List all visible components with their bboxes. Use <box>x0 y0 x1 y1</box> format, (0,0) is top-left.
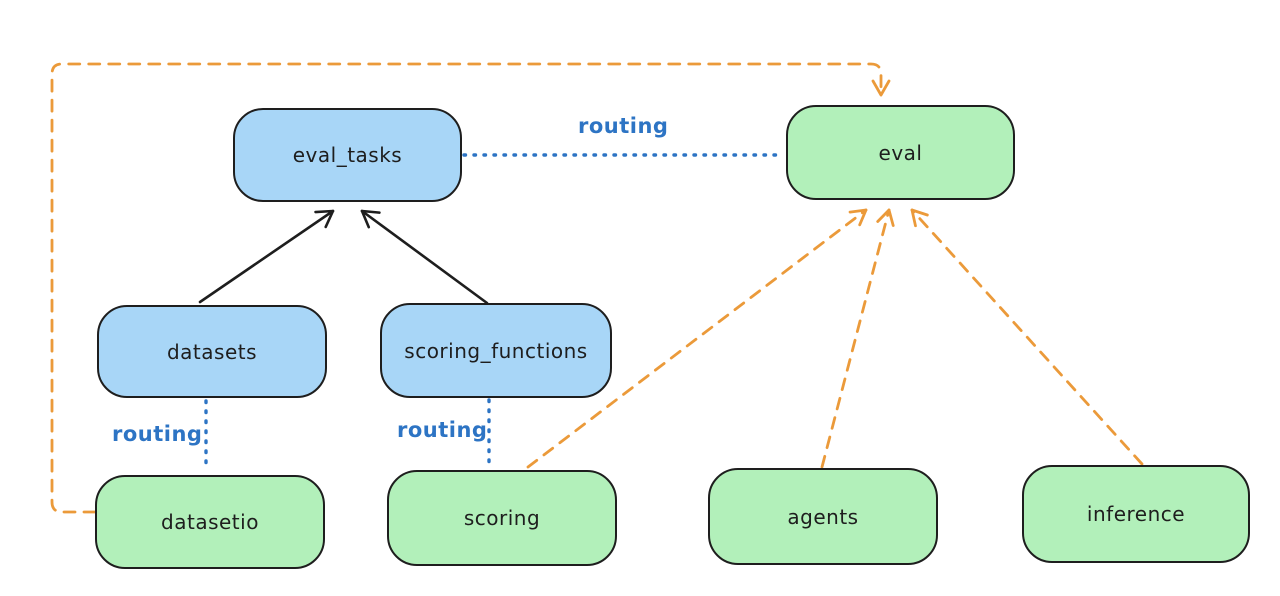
edge-label-routing-top: routing <box>578 114 669 138</box>
node-agents-label: agents <box>787 504 859 529</box>
node-eval-label: eval <box>878 140 923 165</box>
edge-scoring_functions-to-eval_tasks-arrow <box>360 209 489 305</box>
node-inference: inference <box>1022 465 1250 563</box>
node-eval_tasks: eval_tasks <box>233 108 462 202</box>
node-datasets-label: datasets <box>166 339 258 364</box>
node-datasetio: datasetio <box>95 475 325 569</box>
edge-datasetio-to-eval-loop-arrow <box>50 62 891 514</box>
node-scoring_functions: scoring_functions <box>380 303 612 398</box>
node-datasets: datasets <box>97 305 327 398</box>
edge-label-routing-scoring: routing <box>397 418 488 442</box>
node-scoring-label: scoring <box>463 506 541 530</box>
node-scoring_functions-label: scoring_functions <box>404 338 588 363</box>
edge-scoring-to-eval-arrow <box>526 208 868 469</box>
node-agents: agents <box>708 468 938 565</box>
edge-agents-to-eval-arrow <box>820 208 895 469</box>
node-scoring: scoring <box>387 470 617 566</box>
node-eval_tasks-label: eval_tasks <box>292 143 403 167</box>
node-datasetio-label: datasetio <box>161 510 259 534</box>
edge-label-routing-datasetio: routing <box>112 422 203 446</box>
node-inference-label: inference <box>1086 502 1186 526</box>
edge-inference-to-eval-arrow <box>910 208 1144 466</box>
edge-datasets-to-eval_tasks-arrow <box>198 209 335 304</box>
node-eval: eval <box>786 105 1015 200</box>
